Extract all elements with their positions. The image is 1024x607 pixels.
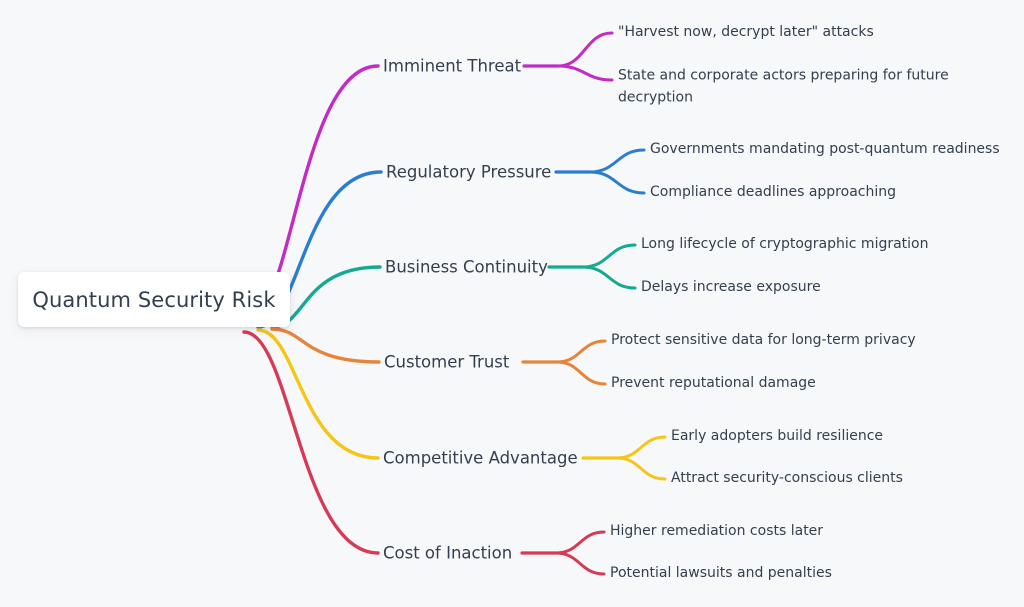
branch-label-business-continuity[interactable]: Business Continuity <box>385 257 548 277</box>
branch-label-cost-of-inaction[interactable]: Cost of Inaction <box>383 543 513 563</box>
leaf-label-regulatory-pressure-1[interactable]: Governments mandating post-quantum readi… <box>650 141 1000 158</box>
leaf-connector-5-1 <box>554 551 606 576</box>
leaf-connector-3-1 <box>555 360 607 386</box>
leaf-label-imminent-threat-2[interactable]: State and corporate actors preparing for… <box>618 67 949 105</box>
leaf-connector-3-0 <box>555 339 607 364</box>
leaf-label-customer-trust-1[interactable]: Protect sensitive data for long-term pri… <box>611 332 916 349</box>
leaf-label-customer-trust-2[interactable]: Prevent reputational damage <box>611 375 816 392</box>
leaf-connector-4-1 <box>615 456 667 481</box>
leaf-label-competitive-advantage-1[interactable]: Early adopters build resilience <box>671 428 884 445</box>
leaf-connector-1-0 <box>588 148 646 174</box>
leaf-label-business-continuity-1[interactable]: Long lifecycle of cryptographic migratio… <box>641 236 929 253</box>
leaf-label-business-continuity-2[interactable]: Delays increase exposure <box>641 279 821 296</box>
branch-connector-3 <box>270 327 381 364</box>
leaf-connector-2-1 <box>581 265 637 290</box>
leaf-label-imminent-threat-1[interactable]: "Harvest now, decrypt later" attacks <box>618 24 874 41</box>
leaf-connector-0-1 <box>556 64 614 82</box>
branch-label-customer-trust[interactable]: Customer Trust <box>384 352 510 372</box>
leaf-label-cost-of-inaction-1[interactable]: Higher remediation costs later <box>610 523 824 540</box>
branch-connector-4 <box>256 328 380 460</box>
root-node-label: Quantum Security Risk <box>32 287 276 312</box>
leaf-label-regulatory-pressure-2[interactable]: Compliance deadlines approaching <box>650 184 896 201</box>
leaf-label-competitive-advantage-2[interactable]: Attract security-conscious clients <box>671 470 903 487</box>
branch-label-imminent-threat[interactable]: Imminent Threat <box>383 56 522 76</box>
leaf-connector-1-1 <box>588 170 646 195</box>
branch-connector-5 <box>242 330 380 555</box>
leaf-connector-0-0 <box>556 31 614 68</box>
branch-label-regulatory-pressure[interactable]: Regulatory Pressure <box>386 162 552 182</box>
leaf-connector-5-0 <box>554 530 606 555</box>
branch-label-competitive-advantage[interactable]: Competitive Advantage <box>383 448 578 468</box>
leaf-connector-4-0 <box>615 435 667 460</box>
leaf-connector-2-0 <box>581 243 637 269</box>
root-node[interactable]: Quantum Security Risk <box>18 272 290 327</box>
leaf-label-cost-of-inaction-2[interactable]: Potential lawsuits and penalties <box>610 565 832 582</box>
